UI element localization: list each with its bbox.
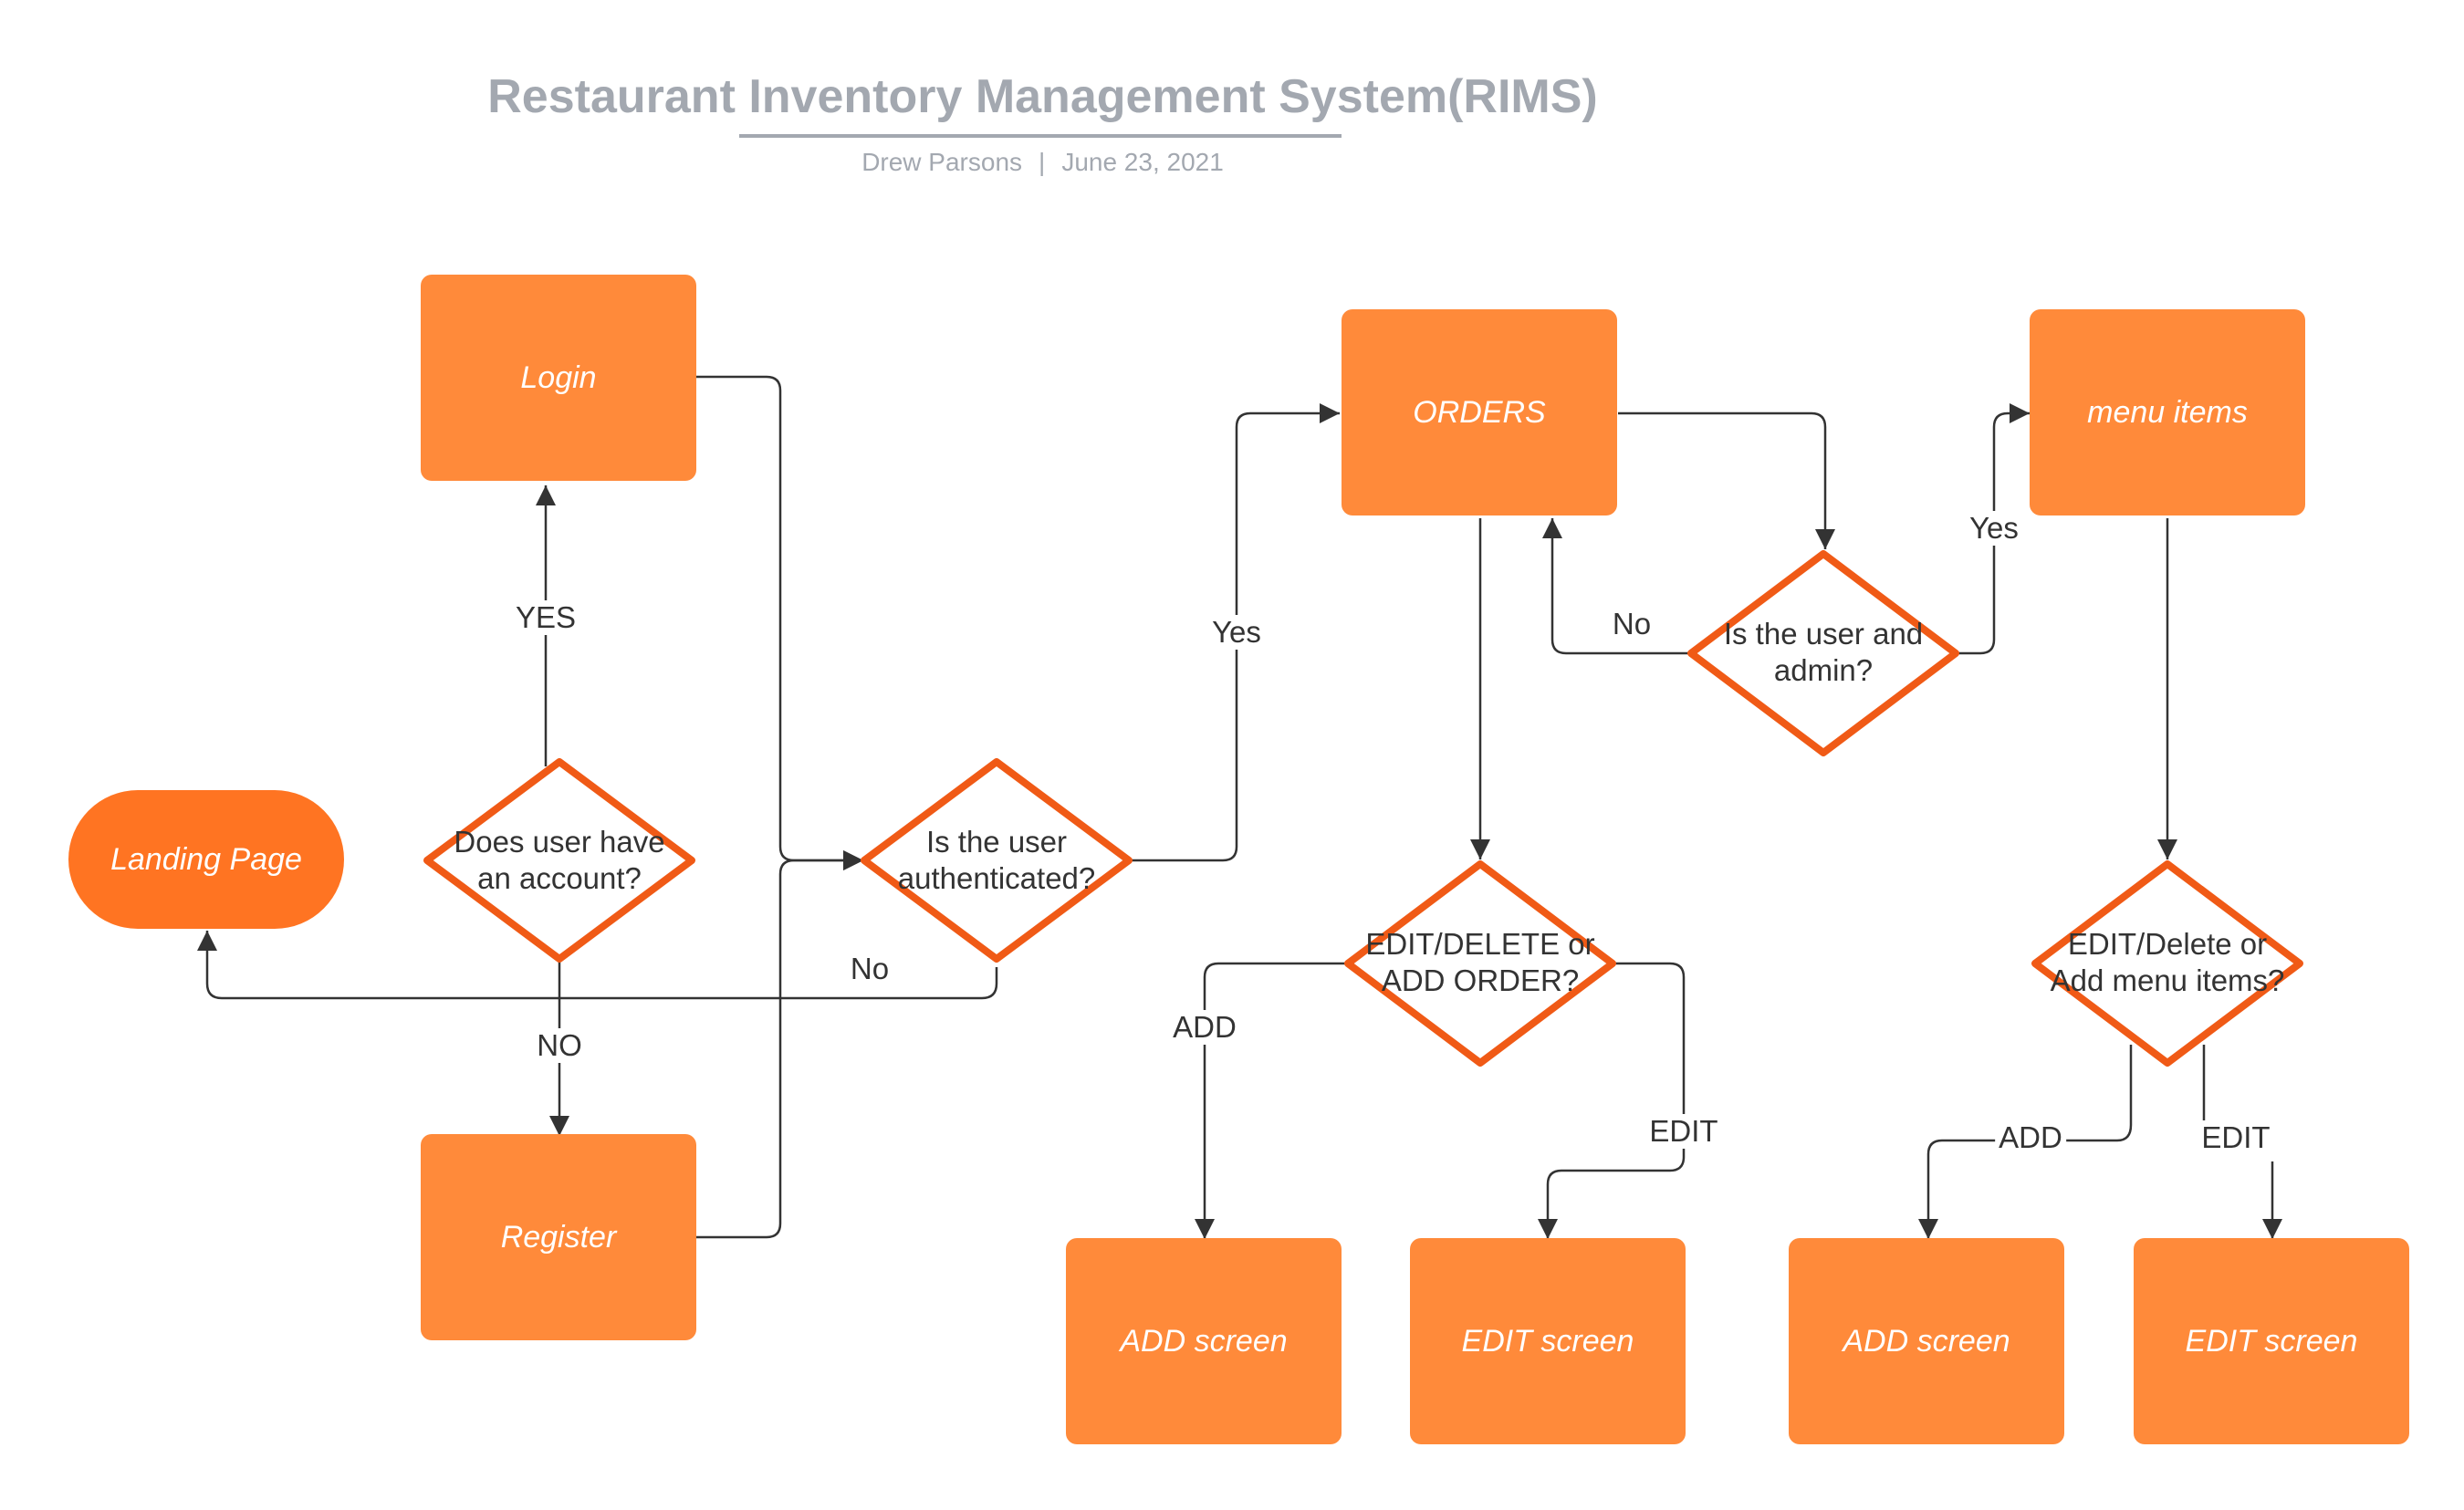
node-menu-edit-screen: EDIT screen	[2134, 1238, 2409, 1444]
node-orders: ORDERS	[1342, 309, 1617, 515]
edge-order-edit	[1538, 962, 1686, 1239]
label-order-edit: EDIT	[1645, 1114, 1722, 1149]
edge-no-landing	[197, 931, 998, 1000]
diagram-title: Restaurant Inventory Management System(R…	[487, 70, 1598, 123]
label-menu-edit: EDIT	[2198, 1120, 2274, 1155]
decision-menu-action-text: EDIT/Delete or Add menu items?	[2050, 927, 2285, 997]
decision-is-admin	[1687, 550, 1959, 756]
edge-menu-edit	[2202, 1045, 2272, 1239]
edge-no-orders	[1542, 518, 1690, 655]
label-no-orders: No	[1608, 607, 1655, 641]
label-yes-orders: Yes	[1208, 615, 1265, 650]
decision-has-account-text: Does user have an account?	[454, 825, 665, 895]
node-menu-add-screen: ADD screen	[1789, 1238, 2064, 1444]
label-yes-menu: Yes	[1966, 511, 2022, 546]
label-menu-add: ADD	[1995, 1120, 2066, 1155]
edge-login-auth	[695, 375, 863, 870]
decision-authenticated	[861, 758, 1133, 963]
subtitle-separator: |	[1039, 148, 1046, 176]
node-order-edit-screen: EDIT screen	[1410, 1238, 1686, 1444]
decision-is-admin-text: Is the user and admin?	[1723, 617, 1924, 687]
label-yes-login: YES	[511, 600, 580, 635]
title-underline	[739, 134, 1342, 138]
date: June 23, 2021	[1061, 148, 1224, 176]
decision-order-action-text: EDIT/DELETE or ADD ORDER?	[1365, 927, 1595, 997]
node-menu-items: menu items	[2030, 309, 2305, 515]
label-no-register: NO	[533, 1028, 586, 1063]
decision-authenticated-text: Is the user authenticated?	[897, 825, 1096, 895]
label-no-landing: No	[846, 952, 893, 986]
node-landing-page: Landing Page	[68, 790, 344, 929]
decision-order-action	[1344, 860, 1616, 1067]
edge-register-auth	[695, 850, 863, 1239]
edge-orders-admin	[1618, 411, 1835, 549]
diagram-subtitle: Drew Parsons | June 23, 2021	[0, 148, 2085, 177]
node-login: Login	[421, 275, 696, 481]
author: Drew Parsons	[861, 148, 1023, 176]
label-order-add: ADD	[1169, 1010, 1240, 1045]
decision-menu-action	[2031, 860, 2303, 1067]
edge-order-add	[1195, 962, 1348, 1239]
node-register: Register	[421, 1134, 696, 1340]
node-order-add-screen: ADD screen	[1066, 1238, 1342, 1444]
decision-has-account	[423, 758, 695, 963]
